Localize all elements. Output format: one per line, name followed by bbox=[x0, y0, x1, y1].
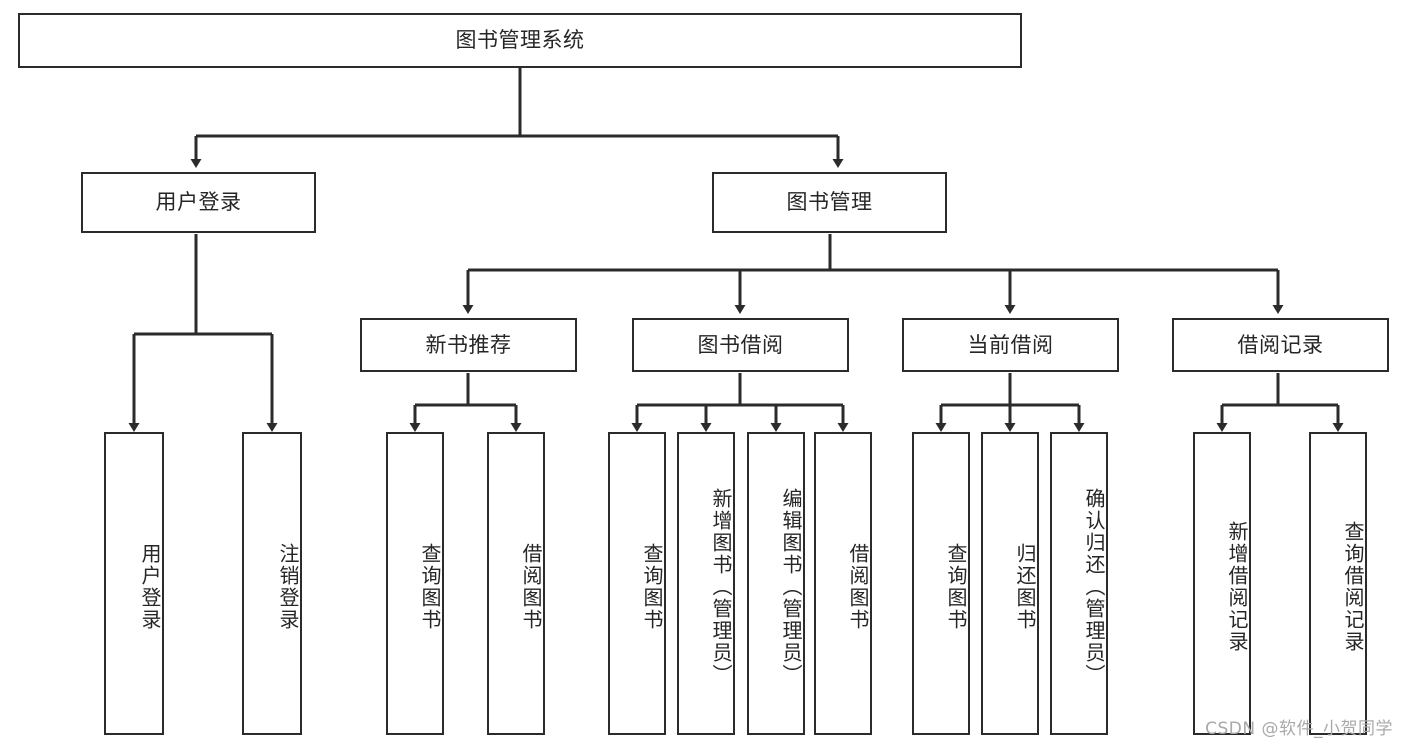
node-book-management[interactable]: 图书管理 bbox=[712, 172, 947, 233]
node-leaf-add-book-label: 新增图书（管理员） bbox=[709, 487, 733, 686]
node-leaf-borrow-book-1-label: 借阅图书 bbox=[519, 542, 543, 631]
csdn-watermark: CSDN @软件_小贺同学 bbox=[1205, 719, 1393, 739]
node-leaf-borrow-book-1[interactable]: 借阅图书 bbox=[487, 432, 545, 735]
node-leaf-confirm-return[interactable]: 确认归还（管理员） bbox=[1050, 432, 1108, 735]
node-leaf-user-login-label: 用户登录 bbox=[138, 542, 162, 631]
node-user-login-label: 用户登录 bbox=[155, 190, 242, 215]
node-leaf-edit-book[interactable]: 编辑图书（管理员） bbox=[747, 432, 805, 735]
node-root[interactable]: 图书管理系统 bbox=[18, 13, 1022, 68]
node-book-borrow[interactable]: 图书借阅 bbox=[632, 318, 849, 372]
node-root-label: 图书管理系统 bbox=[455, 28, 585, 53]
node-new-book-recommend[interactable]: 新书推荐 bbox=[360, 318, 577, 372]
node-leaf-query-book-3-label: 查询图书 bbox=[944, 542, 968, 631]
node-current-borrow-label: 当前借阅 bbox=[967, 332, 1054, 357]
node-leaf-user-logout[interactable]: 注销登录 bbox=[242, 432, 302, 735]
node-leaf-query-record-label: 查询借阅记录 bbox=[1341, 520, 1365, 653]
node-leaf-edit-book-label: 编辑图书（管理员） bbox=[779, 487, 803, 686]
node-leaf-return-book-label: 归还图书 bbox=[1013, 542, 1037, 631]
node-leaf-query-record[interactable]: 查询借阅记录 bbox=[1309, 432, 1367, 735]
node-leaf-user-login[interactable]: 用户登录 bbox=[104, 432, 164, 735]
node-leaf-user-logout-label: 注销登录 bbox=[276, 542, 300, 631]
node-leaf-query-book-2-label: 查询图书 bbox=[640, 542, 664, 631]
node-leaf-query-book-2[interactable]: 查询图书 bbox=[608, 432, 666, 735]
node-leaf-add-book[interactable]: 新增图书（管理员） bbox=[677, 432, 735, 735]
node-leaf-query-book-1[interactable]: 查询图书 bbox=[386, 432, 444, 735]
node-leaf-query-book-3[interactable]: 查询图书 bbox=[912, 432, 970, 735]
node-leaf-borrow-book-2-label: 借阅图书 bbox=[846, 542, 870, 631]
node-leaf-add-record-label: 新增借阅记录 bbox=[1225, 520, 1249, 653]
node-borrow-record-label: 借阅记录 bbox=[1237, 332, 1324, 357]
node-new-book-recommend-label: 新书推荐 bbox=[425, 332, 512, 357]
node-user-login[interactable]: 用户登录 bbox=[81, 172, 316, 233]
node-leaf-confirm-return-label: 确认归还（管理员） bbox=[1082, 487, 1106, 686]
node-leaf-return-book[interactable]: 归还图书 bbox=[981, 432, 1039, 735]
node-book-borrow-label: 图书借阅 bbox=[697, 332, 784, 357]
node-leaf-add-record[interactable]: 新增借阅记录 bbox=[1193, 432, 1251, 735]
node-leaf-query-book-1-label: 查询图书 bbox=[418, 542, 442, 631]
node-current-borrow[interactable]: 当前借阅 bbox=[902, 318, 1119, 372]
node-leaf-borrow-book-2[interactable]: 借阅图书 bbox=[814, 432, 872, 735]
node-borrow-record[interactable]: 借阅记录 bbox=[1172, 318, 1389, 372]
node-book-management-label: 图书管理 bbox=[786, 190, 873, 215]
